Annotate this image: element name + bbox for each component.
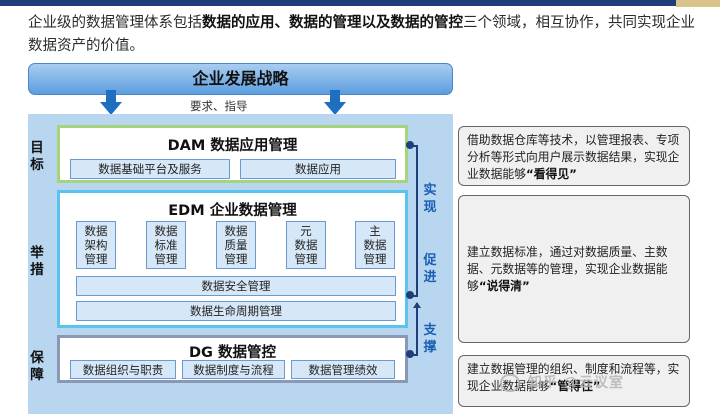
intro-paragraph: 企业级的数据管理体系包括数据的应用、数据的管理以及数据的管控三个领域，相互协作，… xyxy=(28,12,708,58)
watermark-icon xyxy=(500,374,520,392)
dg-cell-process: 数据制度与流程 xyxy=(182,360,285,379)
watermark-text: 知乎 @云议室 xyxy=(528,375,624,391)
cell-line: 数据 xyxy=(84,224,108,238)
dam-title: DAM 数据应用管理 xyxy=(167,138,298,154)
cell-line: 质量 xyxy=(224,238,248,252)
connector-dot-icon xyxy=(406,350,414,358)
cell-line: 数据 xyxy=(294,238,318,252)
edm-cell-standards: 数据 标准 管理 xyxy=(146,221,186,269)
desc-box-bottom: 建立数据管理的组织、制度和流程等，实现企业数据能够“管得住” xyxy=(458,355,690,407)
desc-text: 建立数据管理的组织、制度和流程等，实现企业数据能够 xyxy=(467,362,680,393)
edm-cell-quality: 数据 质量 管理 xyxy=(216,221,256,269)
connector-dot-icon xyxy=(406,141,414,149)
connector-dot-icon xyxy=(406,291,414,299)
cell-line: 主 xyxy=(369,224,381,238)
intro-text-1: 企业级的数据管理体系包括 xyxy=(28,15,202,31)
cell-line: 管理 xyxy=(294,252,318,266)
desc-box-middle: 建立数据标准，通过对数据质量、主数据、元数据等的管理，实现企业数据能够“说得清” xyxy=(458,195,690,343)
corner-logo-strip xyxy=(676,0,720,7)
cell-line: 管理 xyxy=(154,252,178,266)
desc-text: 建立数据标准，通过对数据质量、主数据、元数据等的管理，实现企业数据能够 xyxy=(467,245,668,293)
desc-text: 借助数据仓库等技术，以管理报表、专项分析等形式向用户展示数据结果，实现企业数据能… xyxy=(467,133,680,181)
cell-line: 元 xyxy=(300,224,312,238)
desc-bold: “说得清” xyxy=(478,279,530,293)
cell-line: 架构 xyxy=(84,238,108,252)
dam-cell-platform: 数据基础平台及服务 xyxy=(70,159,230,179)
dg-panel: DG 数据管控 数据组织与职责 数据制度与流程 数据管理绩效 xyxy=(57,335,408,383)
edm-cell-architecture: 数据 架构 管理 xyxy=(76,221,116,269)
cell-line: 管理 xyxy=(363,252,387,266)
side-label-measures: 举措 xyxy=(30,245,44,278)
cell-line: 管理 xyxy=(84,252,108,266)
edm-cell-metadata: 元 数据 管理 xyxy=(286,221,326,269)
intro-text-bold: 数据的应用、数据的管理以及数据的管控 xyxy=(202,15,463,31)
edm-row-lifecycle: 数据生命周期管理 xyxy=(76,301,396,321)
cell-line: 标准 xyxy=(154,238,178,252)
desc-bold: “看得见” xyxy=(526,167,577,181)
side-label-guarantee: 保障 xyxy=(30,350,44,383)
connector-line xyxy=(416,303,418,355)
desc-bold: “管得住” xyxy=(549,379,601,393)
dg-cell-organization: 数据组织与职责 xyxy=(70,360,176,379)
down-arrow-icon xyxy=(100,90,122,116)
cell-line: 数据 xyxy=(224,224,248,238)
dg-title: DG 数据管控 xyxy=(189,345,276,361)
dam-cell-application: 数据应用 xyxy=(240,159,396,179)
cell-line: 数据 xyxy=(154,224,178,238)
desc-box-top: 借助数据仓库等技术，以管理报表、专项分析等形式向用户展示数据结果，实现企业数据能… xyxy=(458,126,690,186)
down-arrow-icon xyxy=(324,90,346,116)
connector-line xyxy=(410,145,418,147)
strategy-banner: 企业发展战略 xyxy=(28,63,453,95)
connector-line xyxy=(410,295,418,297)
connector-line xyxy=(410,354,418,356)
connector-label-realize: 实现 xyxy=(423,183,437,215)
connector-line xyxy=(416,145,418,296)
dg-cell-performance: 数据管理绩效 xyxy=(291,360,395,379)
edm-panel: EDM 企业数据管理 数据 架构 管理 数据 标准 管理 数据 质量 管理 元 … xyxy=(57,190,408,328)
cell-line: 数据 xyxy=(363,238,387,252)
edm-title: EDM 企业数据管理 xyxy=(168,203,297,219)
connector-arrow-icon xyxy=(413,302,421,308)
guide-label: 要求、指导 xyxy=(190,99,248,113)
dam-panel: DAM 数据应用管理 数据基础平台及服务 数据应用 xyxy=(57,125,408,183)
edm-cell-masterdata: 主 数据 管理 xyxy=(355,221,395,269)
intro-text-2: 三个领域，相互协作，共同实现企业数据资产的价值。 xyxy=(28,15,695,54)
top-border-line xyxy=(0,0,720,6)
connector-label-support: 支撑 xyxy=(423,323,437,355)
edm-row-security: 数据安全管理 xyxy=(76,276,396,296)
connector-label-promote: 促进 xyxy=(423,253,437,285)
cell-line: 管理 xyxy=(224,252,248,266)
side-label-goal: 目标 xyxy=(30,140,44,173)
